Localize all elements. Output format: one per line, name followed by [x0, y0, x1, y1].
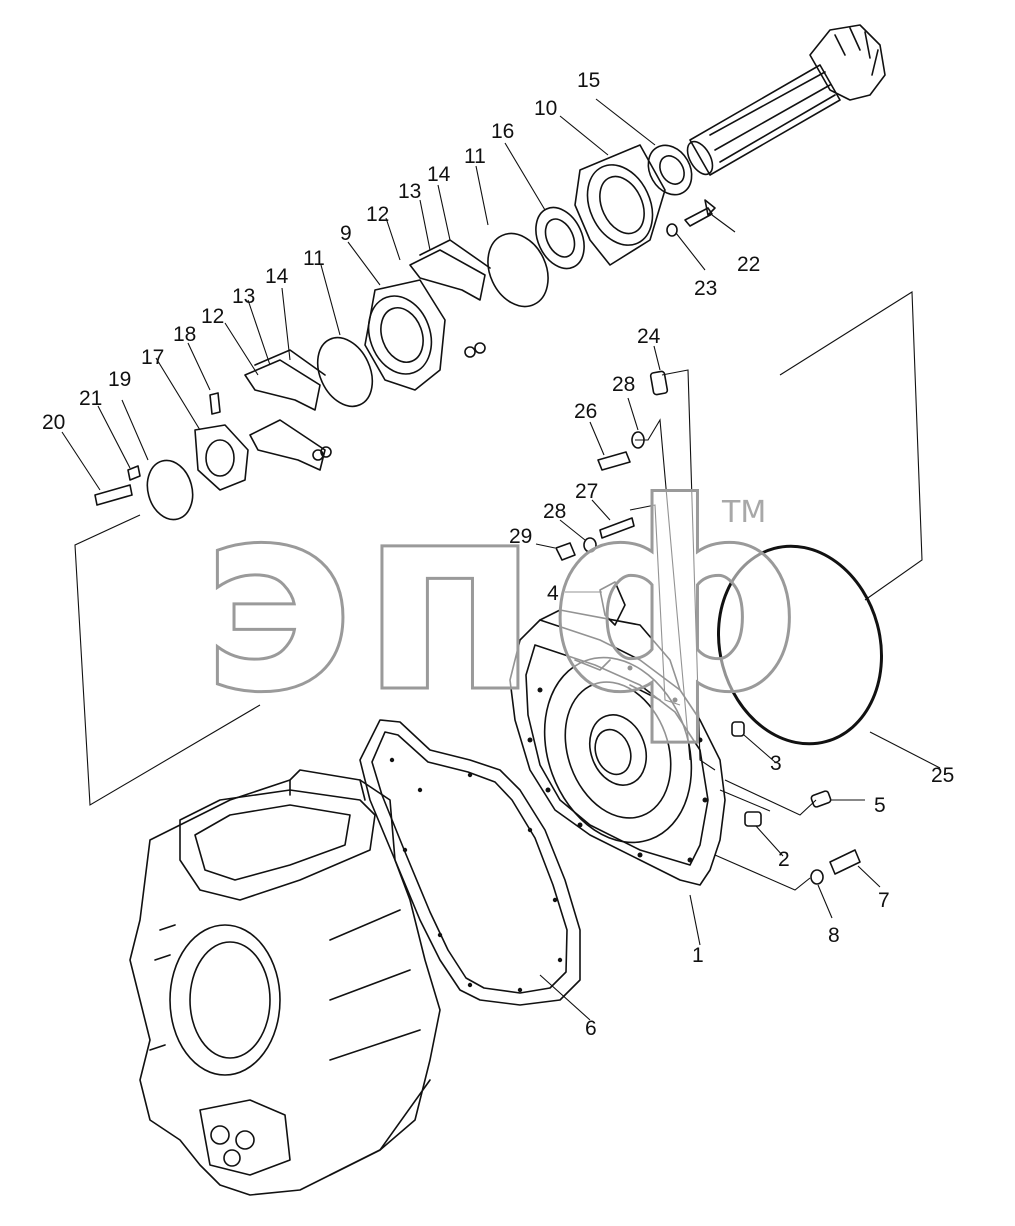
callout-26: 26 [574, 400, 597, 423]
callout-14-upper: 14 [427, 163, 451, 186]
callout-27: 27 [575, 480, 598, 503]
bolt-22 [684, 199, 716, 227]
shim-set-lower [244, 349, 332, 471]
callout-16: 16 [491, 120, 514, 143]
callout-28-upper: 28 [612, 373, 635, 396]
callout-8: 8 [828, 924, 840, 947]
transmission-case [129, 769, 441, 1196]
callout-3: 3 [770, 752, 782, 775]
washer-19 [146, 459, 194, 521]
callout-20: 20 [42, 411, 65, 434]
fitting-4 [599, 581, 626, 626]
washer-8 [810, 869, 824, 885]
plug-2 [744, 811, 762, 827]
callout-13-upper: 13 [398, 180, 421, 203]
pin-24 [649, 370, 669, 396]
callout-25: 25 [931, 764, 954, 787]
callout-12-upper: 12 [366, 203, 389, 226]
callout-18: 18 [173, 323, 196, 346]
part-callouts: 1 2 3 4 5 6 7 8 9 10 11 11 12 12 13 13 1… [42, 69, 954, 1040]
callout-7: 7 [878, 889, 890, 912]
o-ring-25 [717, 544, 883, 746]
callout-21: 21 [79, 387, 102, 410]
callout-4: 4 [547, 582, 559, 605]
callout-19: 19 [108, 368, 131, 391]
pin-5 [810, 790, 832, 808]
callout-10: 10 [534, 97, 557, 120]
output-shaft [686, 24, 886, 176]
bolt-26 [597, 451, 631, 471]
callout-28-lower: 28 [543, 500, 566, 523]
callout-29: 29 [509, 525, 532, 548]
callout-22: 22 [737, 253, 760, 276]
callout-11-lower: 11 [303, 247, 325, 270]
callout-9: 9 [340, 222, 352, 245]
callout-5: 5 [874, 794, 886, 817]
watermark-text: эпф [200, 448, 810, 750]
callout-23: 23 [694, 277, 717, 300]
plug-3 [731, 721, 745, 737]
callout-13-lower: 13 [232, 285, 255, 308]
callout-2: 2 [778, 848, 790, 871]
washer-23 [666, 223, 678, 237]
bearing-16 [535, 206, 585, 270]
nut-29 [555, 542, 576, 561]
callout-1: 1 [692, 944, 704, 967]
gasket-6 [359, 719, 581, 1006]
cover-10 [574, 144, 666, 266]
callout-14-lower: 14 [265, 265, 289, 288]
callout-15: 15 [577, 69, 600, 92]
callout-12-lower: 12 [201, 305, 224, 328]
retainer-9 [364, 279, 446, 391]
watermark: эпф TM [199, 447, 810, 752]
housing-1 [509, 609, 726, 886]
watermark-trademark: TM [721, 495, 766, 530]
stud-27 [599, 517, 635, 539]
callout-6: 6 [585, 1017, 597, 1040]
washer-28-lower [583, 537, 597, 553]
callout-11-upper: 11 [464, 145, 486, 168]
lock-plate-17 [194, 392, 249, 491]
leader-lines [61, 98, 941, 1021]
shim-set-upper [409, 239, 491, 358]
callout-24: 24 [637, 325, 661, 348]
bearing-15 [647, 144, 693, 196]
o-ring-11-lower [316, 336, 374, 408]
callout-17: 17 [141, 346, 164, 369]
bolt-20 [94, 465, 141, 506]
bolt-7 [829, 849, 861, 875]
o-ring-11-upper [487, 232, 549, 308]
